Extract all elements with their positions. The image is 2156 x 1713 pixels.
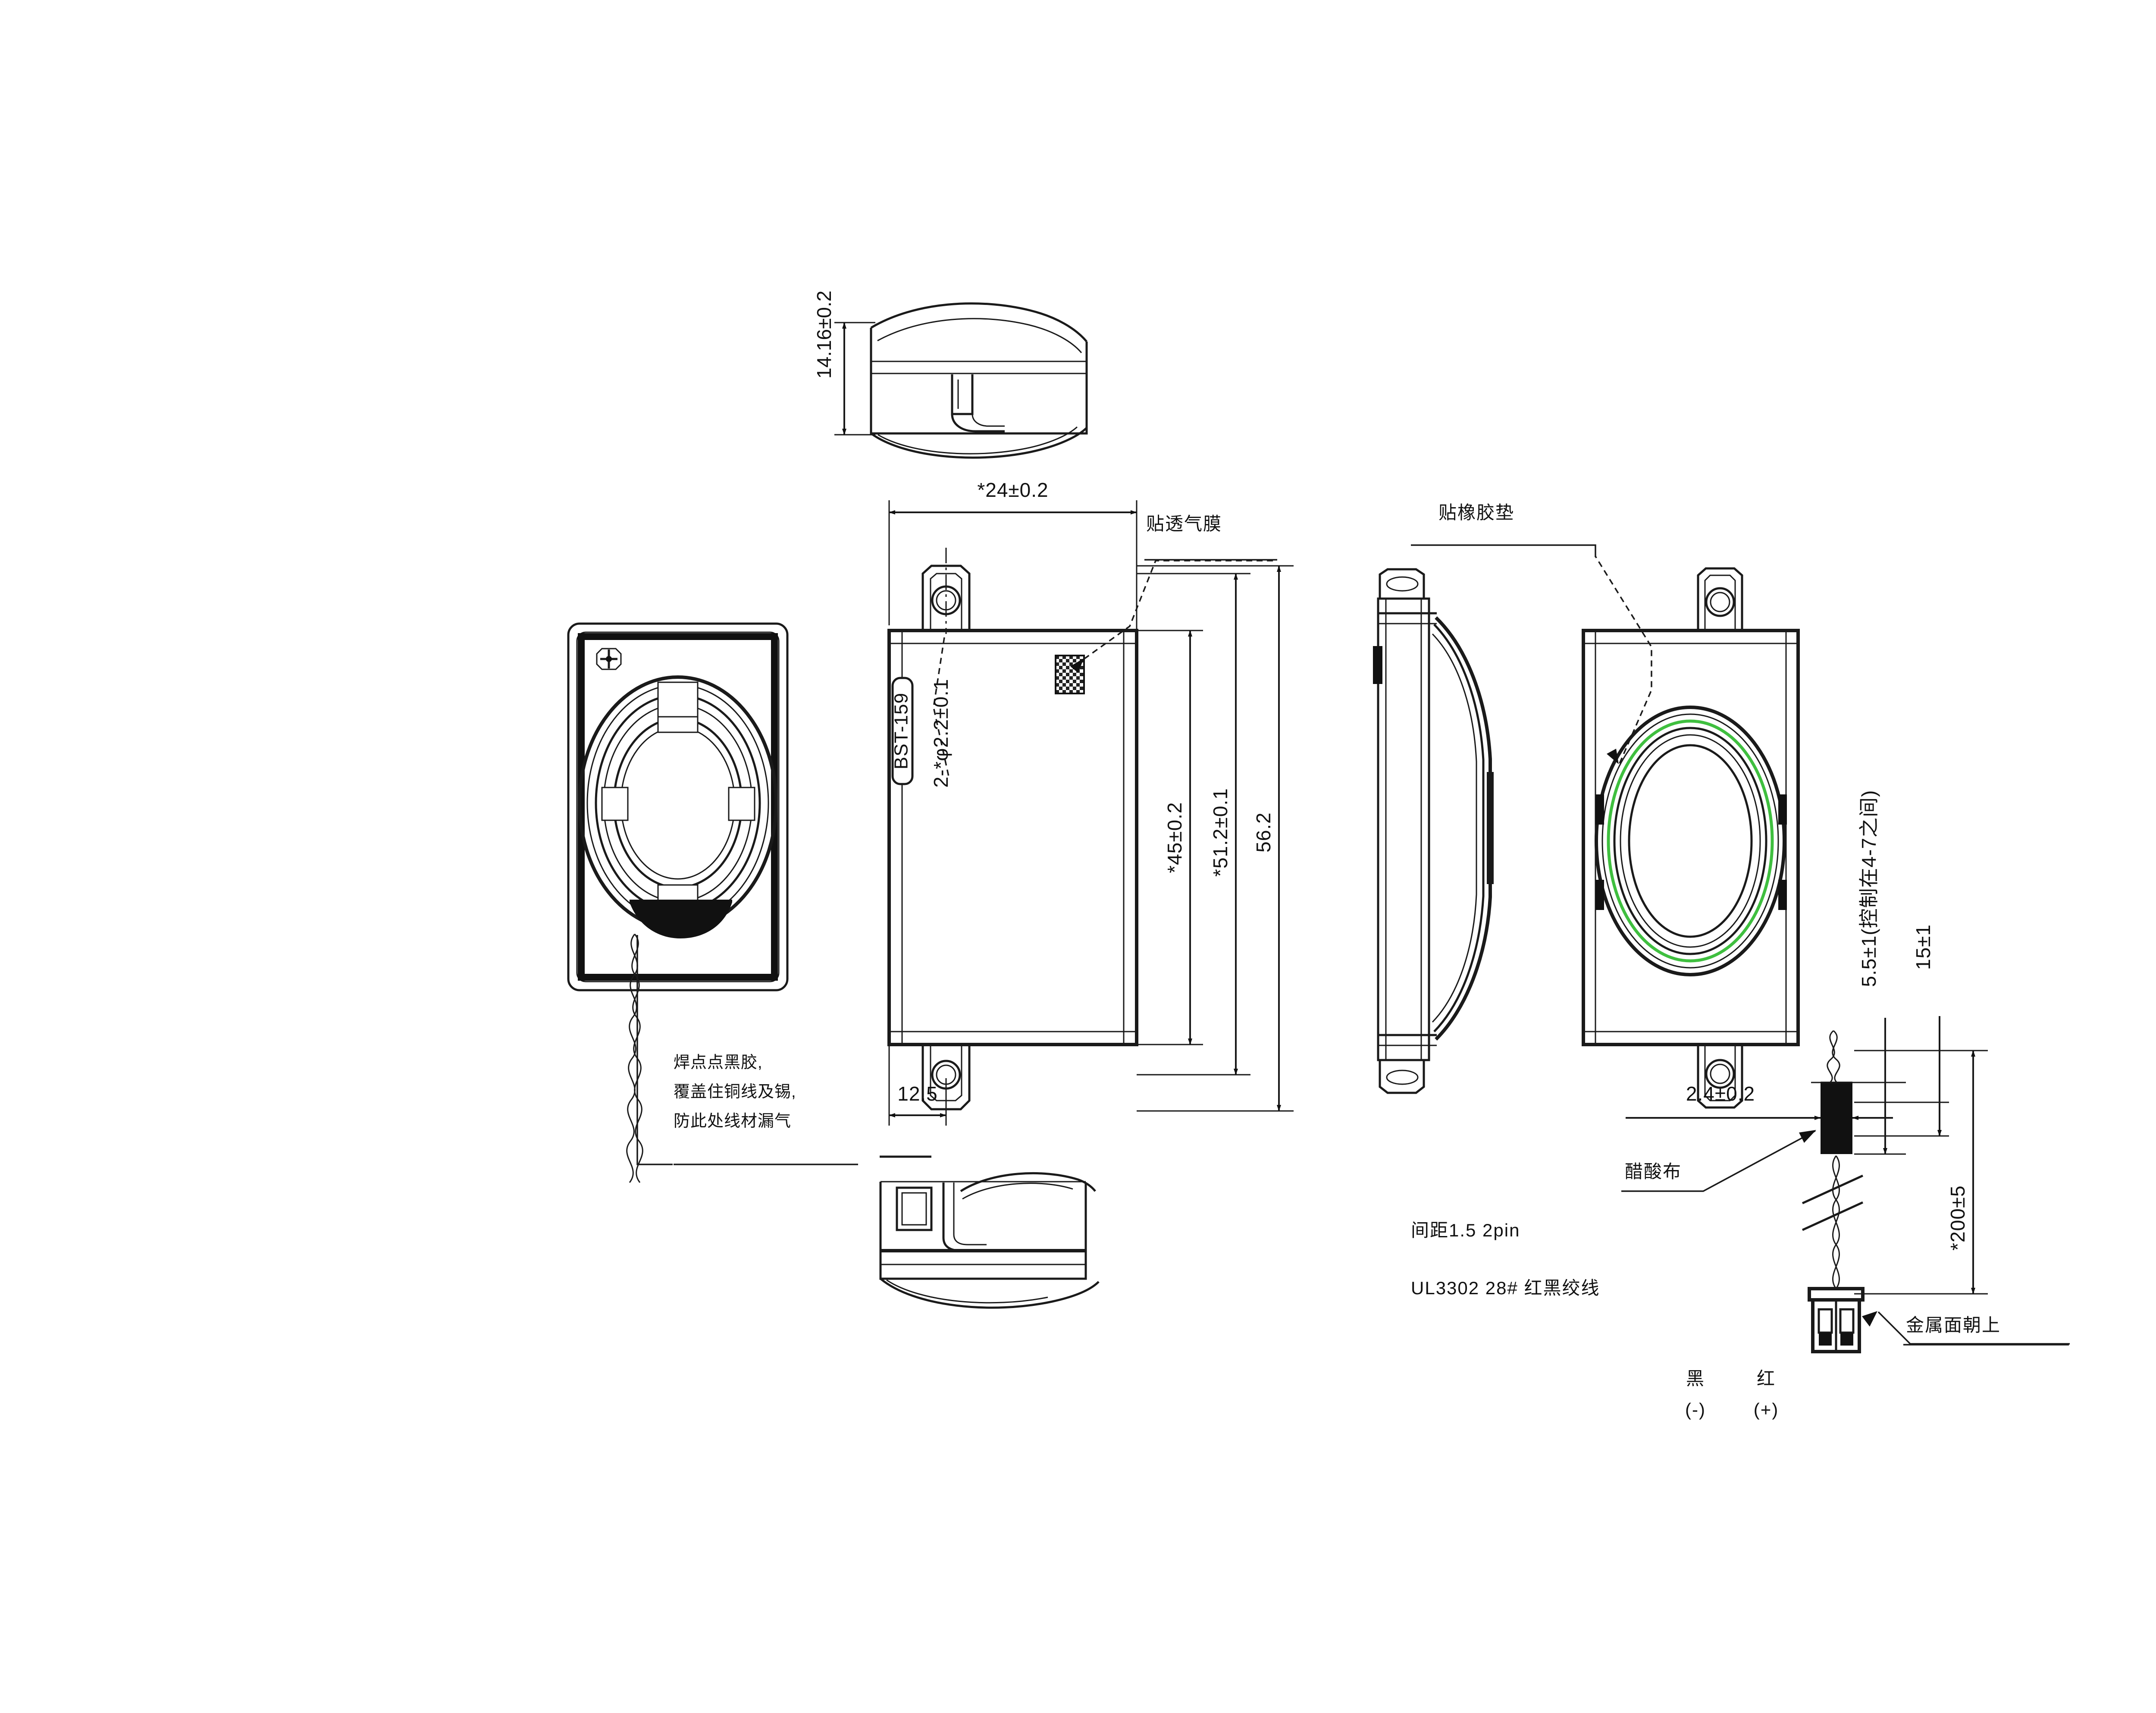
part-number-label: BST-159 xyxy=(891,677,914,785)
dim-profile-height-text: 14.16±0.2 xyxy=(813,290,835,379)
polarity-red-label: 红 xyxy=(1757,1368,1776,1389)
solder-note-line2: 覆盖住铜线及锡, xyxy=(674,1083,796,1101)
connector-2pin xyxy=(1808,1287,1865,1353)
twisted-pair-cable xyxy=(626,934,643,1183)
part-number-text: BST-159 xyxy=(891,693,912,769)
dim-tape-pos-text: 5.5±1(控制在4-7之间) xyxy=(1858,790,1880,987)
dim-height-overall: 56.2 xyxy=(1137,565,1294,1112)
dim-offset-bottom-text: 12.5 xyxy=(897,1082,938,1105)
dim-height-body: *51.2±0.1 xyxy=(1137,573,1250,1076)
cable-assembly xyxy=(1802,1030,2070,1353)
acetate-cloth-note: 醋酸布 xyxy=(1621,1130,1816,1192)
bottom-profile-view xyxy=(879,1155,1100,1309)
cable-spec-line2: UL3302 28# 红黑绞线 xyxy=(1411,1278,1600,1298)
rear-view xyxy=(1582,556,1800,1109)
dim-profile-height xyxy=(834,322,875,436)
dim-tape-pos: 5.5±1(控制在4-7之间) xyxy=(1811,790,1906,1155)
acetate-tape-block xyxy=(1821,1082,1852,1154)
side-profile-view xyxy=(1373,568,1494,1094)
dim-tape-width-text: 2.4±0.2 xyxy=(1686,1082,1755,1105)
solder-note-line3: 防此处线材漏气 xyxy=(674,1112,791,1130)
dim-tape-pos2: 15±1 xyxy=(1854,924,1949,1137)
left-face-view xyxy=(567,622,789,1183)
hole-callout: 2-*φ2.2±0.1 xyxy=(930,679,952,788)
top-profile-view xyxy=(870,302,1088,459)
dim-width-top-text: *24±0.2 xyxy=(977,479,1048,501)
acetate-cloth-label: 醋酸布 xyxy=(1625,1161,1682,1182)
metal-face-label: 金属面朝上 xyxy=(1906,1315,2001,1335)
dim-cable-length-text: *200±5 xyxy=(1946,1185,1969,1250)
solder-note-line1: 焊点点黑胶, xyxy=(674,1054,763,1072)
metal-face-note: 金属面朝上 xyxy=(1903,1315,2069,1346)
dim-offset-bottom: 12.5 xyxy=(888,1045,947,1126)
polarity-black-sign: (-) xyxy=(1685,1399,1706,1420)
cable-spec-line1: 间距1.5 2pin xyxy=(1411,1220,1520,1240)
dim-height-body-text: *51.2±0.1 xyxy=(1209,788,1232,877)
earth-symbol-icon xyxy=(596,648,622,670)
vent-film-label: 贴透气膜 xyxy=(1146,514,1222,534)
polarity-labels: 黑 (-) 红 (+) xyxy=(1685,1368,1779,1420)
dim-height-inner-text: *45±0.2 xyxy=(1163,802,1186,873)
dim-width-top: *24±0.2 xyxy=(888,479,1138,633)
dim-height-overall-text: 56.2 xyxy=(1252,812,1275,853)
rubber-pad-note: 贴橡胶垫 xyxy=(1411,502,1596,557)
rubber-pad-label: 贴橡胶垫 xyxy=(1438,502,1514,523)
cable-spec-note: 间距1.5 2pin UL3302 28# 红黑绞线 xyxy=(1411,1220,1600,1298)
front-view: BST-159 2-*φ2.2±0.1 xyxy=(887,548,1276,1111)
dim-tape-width: 2.4±0.2 xyxy=(1626,1082,1893,1120)
polarity-black-label: 黑 xyxy=(1686,1368,1705,1389)
polarity-red-sign: (+) xyxy=(1754,1399,1779,1420)
dim-height-inner: *45±0.2 xyxy=(1137,630,1203,1045)
dim-cable-length: *200±5 xyxy=(1854,1050,1988,1295)
dim-tape-pos2-text: 15±1 xyxy=(1912,924,1934,970)
solder-note: 焊点点黑胶, 覆盖住铜线及锡, 防此处线材漏气 xyxy=(674,1054,858,1165)
